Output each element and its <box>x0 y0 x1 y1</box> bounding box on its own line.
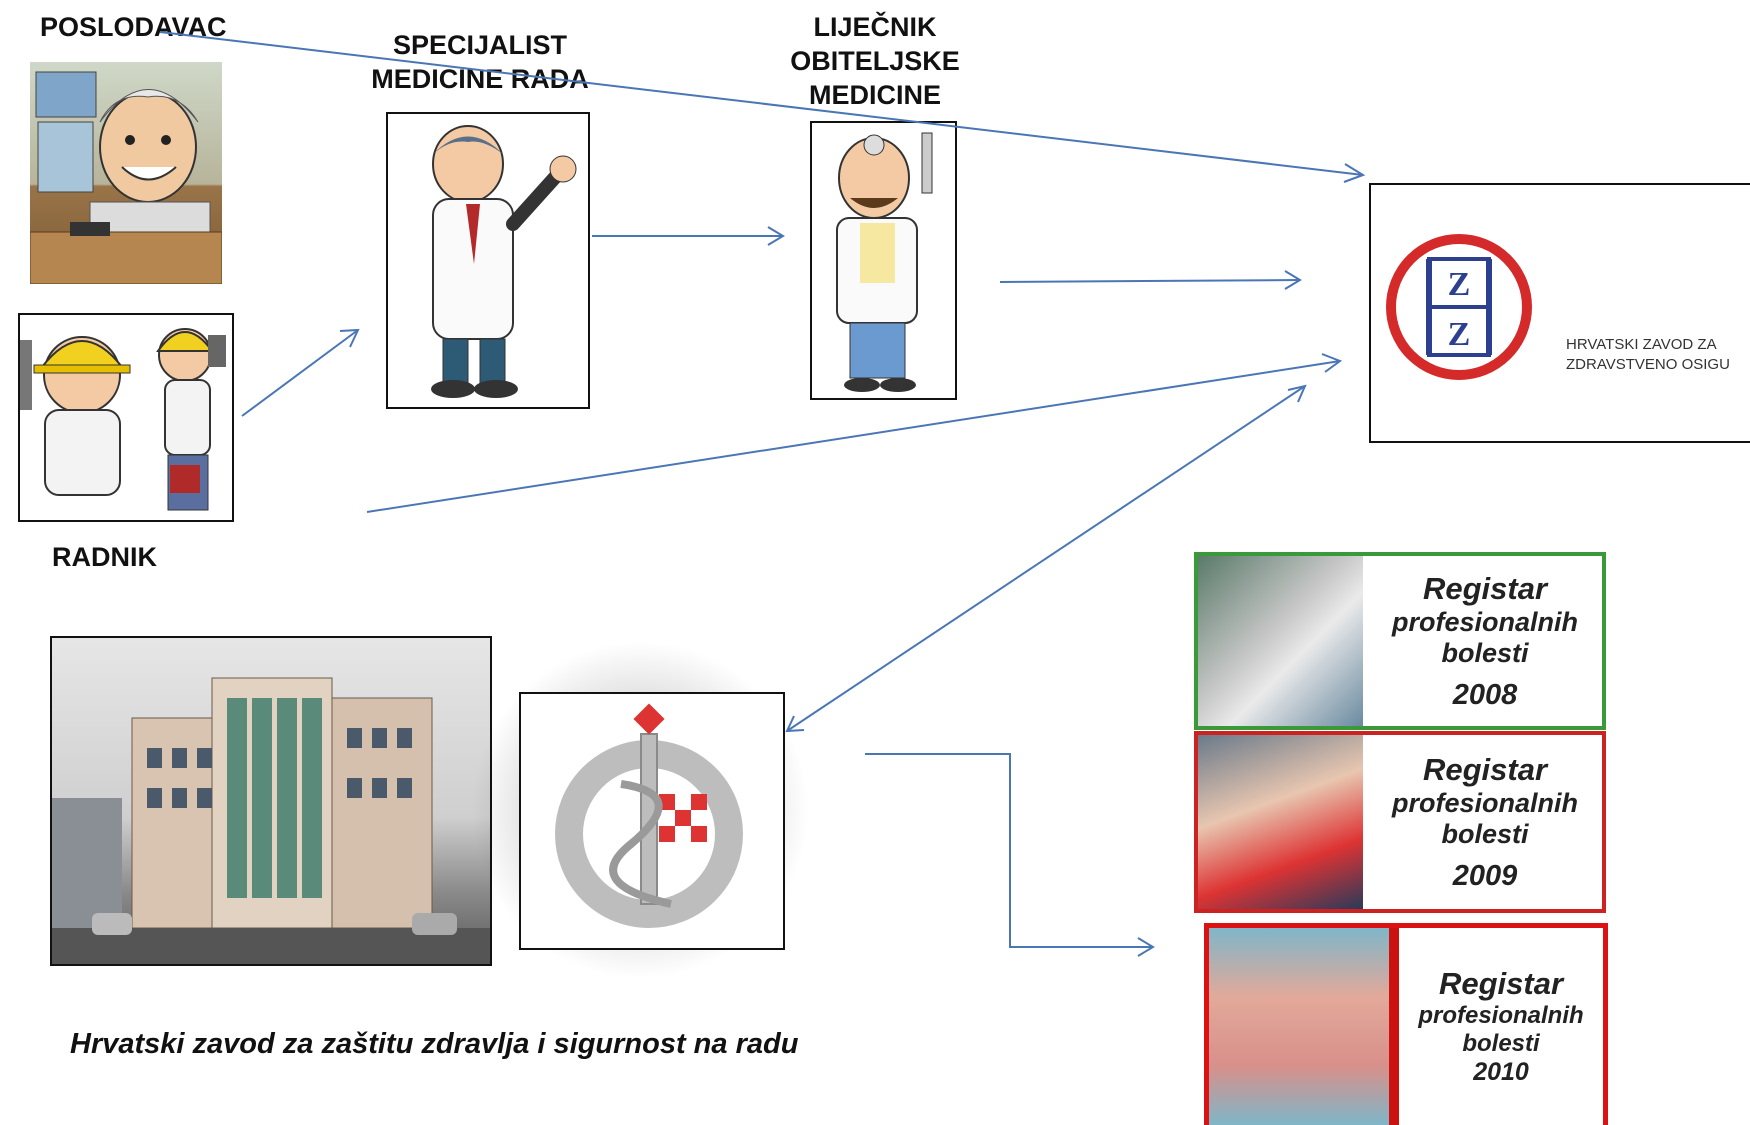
register-2010-title: Registar <box>1438 966 1564 1001</box>
gp-cartoon-icon <box>836 132 933 392</box>
arrow-worker-to-hzzo-head <box>1321 353 1343 373</box>
register-2008-image <box>1198 556 1363 726</box>
label-specialist-text: SPECIJALIST MEDICINE RADA <box>371 30 589 94</box>
label-worker: RADNIK <box>52 542 157 572</box>
building-photo-icon <box>52 677 490 964</box>
register-2008-sub2: bolesti <box>1441 637 1529 668</box>
register-2008: Registar profesionalnih bolesti 2008 <box>1194 552 1606 730</box>
building-image <box>50 636 492 966</box>
register-2009-sub2: bolesti <box>1441 818 1529 849</box>
label-specialist: SPECIJALIST MEDICINE RADA <box>360 28 600 96</box>
institute-emblem-icon <box>555 703 743 928</box>
employer-cartoon-icon <box>30 71 222 284</box>
arrow-employer-to-hzzo-head <box>1343 163 1366 183</box>
register-2009-sub1: profesionalnih <box>1391 787 1578 818</box>
gp-image <box>810 121 957 400</box>
arrow-gp-to-hzzo <box>999 279 1301 283</box>
register-2008-title: Registar <box>1422 570 1548 606</box>
hzzo-logo-letter-top: Z <box>1448 266 1471 303</box>
institute-caption: Hrvatski zavod za zaštitu zdravlja i sig… <box>70 1028 799 1060</box>
arrow-institute-hzzo-bidirectional <box>786 385 1306 732</box>
hzzo-box: Z Z HRVATSKI ZAVOD ZA ZDRAVSTVENO OSIGU <box>1369 183 1750 443</box>
specialist-image <box>386 112 590 409</box>
hzzo-logo-icon: Z Z <box>1386 234 1532 380</box>
register-2010-sub1: profesionalnih <box>1418 1002 1584 1029</box>
arrow-institute-hzzo-head-up <box>1287 384 1307 403</box>
register-2008-year: 2008 <box>1452 678 1518 711</box>
arrow-institute-hzzo-head-down <box>785 715 805 733</box>
register-2010-year: 2010 <box>1473 1058 1529 1086</box>
institute-logo <box>519 692 785 950</box>
register-2008-sub1: profesionalnih <box>1391 606 1578 637</box>
register-2008-text: Registar profesionalnih bolesti 2008 <box>1368 556 1602 726</box>
arrow-worker-to-specialist-head <box>339 328 360 348</box>
hzzo-logo-letter-bottom: Z <box>1448 316 1471 353</box>
register-2009-year: 2009 <box>1452 859 1518 892</box>
arrow-institute-to-registers <box>865 753 1153 948</box>
register-2009-title: Registar <box>1422 751 1548 787</box>
hzzo-name-line1: HRVATSKI ZAVOD ZA <box>1566 336 1717 353</box>
workers-cartoon-icon <box>20 328 226 511</box>
register-2009-text: Registar profesionalnih bolesti 2009 <box>1368 735 1602 909</box>
worker-image <box>18 313 234 522</box>
employer-image <box>30 62 222 284</box>
arrow-gp-to-hzzo-head <box>1284 270 1302 290</box>
arrow-employer-to-hzzo <box>159 31 1364 176</box>
arrow-worker-to-hzzo <box>366 360 1341 513</box>
hzzo-name: HRVATSKI ZAVOD ZA ZDRAVSTVENO OSIGU <box>1566 335 1730 375</box>
label-gp: LIJEČNIK OBITELJSKE MEDICINE <box>770 10 980 112</box>
label-gp-text: LIJEČNIK OBITELJSKE MEDICINE <box>790 12 960 110</box>
register-2010-sub2: bolesti <box>1462 1030 1540 1057</box>
register-2010: Registar profesionalnih bolesti 2010 <box>1204 923 1608 1125</box>
register-2009-image <box>1198 735 1363 909</box>
register-2010-image <box>1209 928 1399 1125</box>
arrow-specialist-to-gp-head <box>767 226 785 246</box>
register-2010-text: Registar profesionalnih bolesti 2010 <box>1399 928 1603 1125</box>
register-2009: Registar profesionalnih bolesti 2009 <box>1194 731 1606 913</box>
arrow-institute-to-registers-head <box>1137 937 1155 957</box>
doctor-cartoon-icon <box>431 125 577 398</box>
hzzo-name-line2: ZDRAVSTVENO OSIGU <box>1566 356 1730 373</box>
arrow-worker-to-specialist <box>241 329 359 417</box>
